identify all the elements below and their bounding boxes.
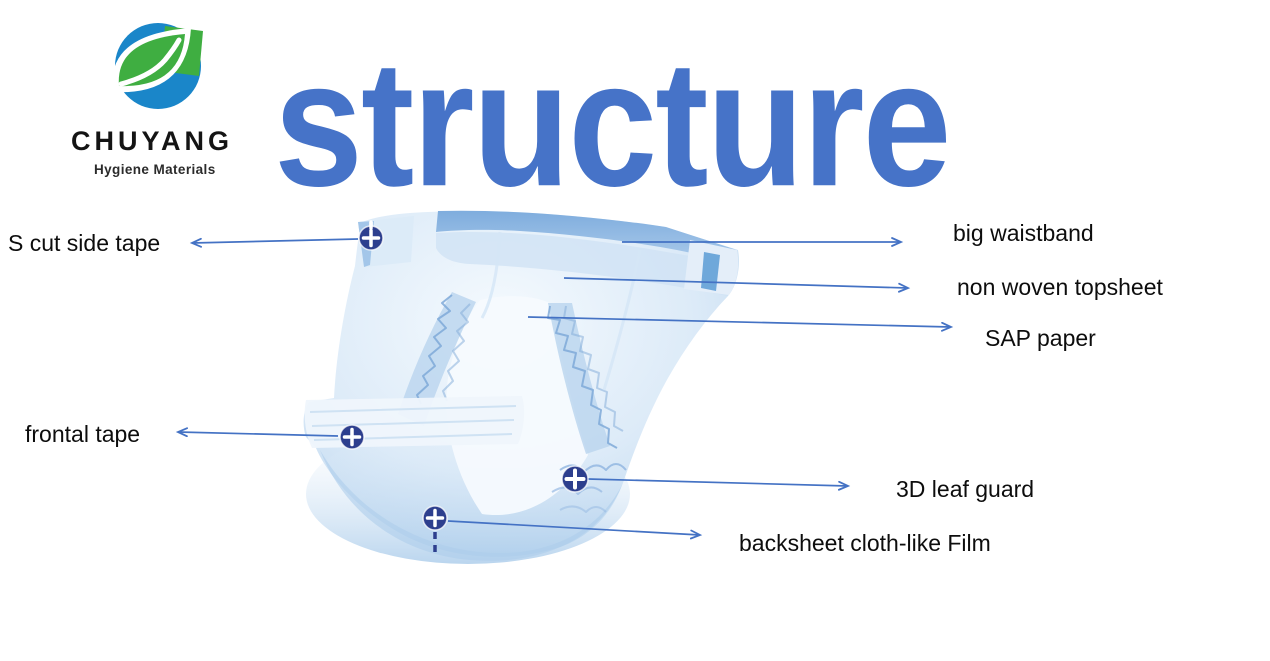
- callout-lines: [175, 237, 954, 540]
- callout-label-backsheet: backsheet cloth-like Film: [739, 530, 991, 556]
- callout-line-s-cut-side-tape: [189, 237, 359, 248]
- diaper-body: [303, 210, 739, 564]
- diaper-right-cuff: [547, 303, 627, 513]
- diaper-front-flap: [304, 396, 525, 448]
- diaper-waistband: [436, 210, 737, 263]
- plus-marker-backsheet: [422, 505, 448, 552]
- callout-markers: [339, 220, 589, 552]
- brand-tagline: Hygiene Materials: [94, 162, 216, 177]
- page-title: structure: [274, 22, 952, 224]
- plus-marker-3d-leaf-guard: [561, 465, 589, 493]
- callout-label-non-woven-topsheet: non woven topsheet: [957, 274, 1163, 300]
- logo-leaf-vein: [118, 37, 182, 87]
- callout-line-sap-paper: [527, 316, 954, 332]
- callout-label-frontal-tape: frontal tape: [25, 421, 141, 447]
- callout-label-3d-leaf-guard: 3D leaf guard: [896, 476, 1035, 502]
- brand-logo-icon: [112, 23, 203, 109]
- plus-marker-s-cut-side-tape: [358, 220, 384, 251]
- callout-line-3d-leaf-guard: [587, 478, 851, 491]
- plus-marker-frontal-tape: [339, 424, 365, 450]
- callout-label-s-cut-side-tape: S cut side tape: [8, 230, 161, 256]
- brand-name: CHUYANG: [71, 126, 234, 156]
- callout-line-frontal-tape: [175, 427, 339, 438]
- callout-label-sap-paper: SAP paper: [985, 325, 1096, 351]
- logo-leaf: [118, 34, 185, 87]
- callout-line-non-woven-topsheet: [563, 277, 911, 293]
- callout-label-big-waistband: big waistband: [953, 220, 1094, 246]
- callout-line-backsheet: [447, 520, 703, 540]
- diaper-left-cuff: [398, 292, 476, 426]
